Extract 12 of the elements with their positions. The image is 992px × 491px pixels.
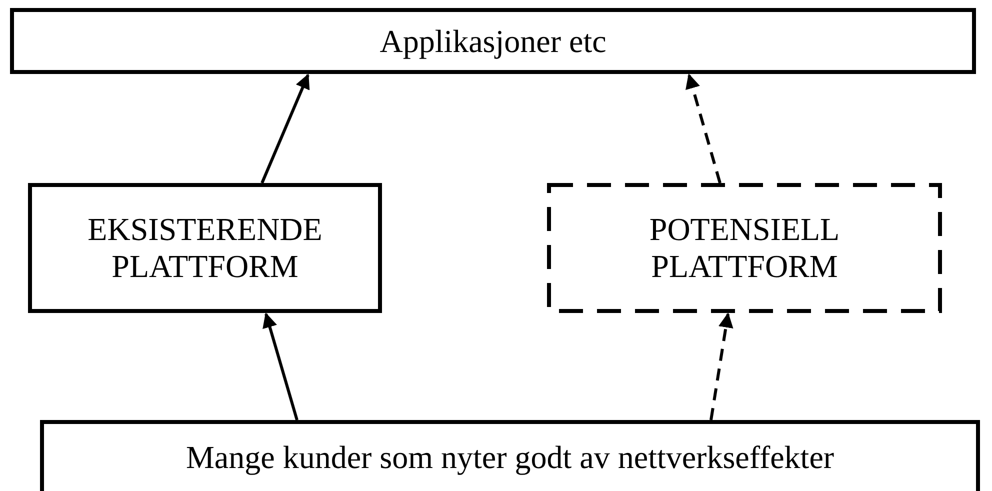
arrow: [686, 74, 722, 184]
arrow: [260, 74, 310, 184]
process-box: [547, 183, 942, 313]
box-label: Mange kunder som nyter godt av nettverkseffekter: [186, 439, 834, 476]
process-box: [40, 420, 980, 491]
arrow: [710, 312, 734, 420]
box-label: POTENSIELL PLATTFORM: [648, 211, 841, 285]
process-box: [28, 183, 382, 313]
box-label: Applikasjoner etc: [380, 22, 606, 60]
box-label: EKSISTERENDE PLATTFORM: [86, 211, 324, 285]
process-box: [10, 8, 976, 74]
arrow: [262, 312, 298, 420]
